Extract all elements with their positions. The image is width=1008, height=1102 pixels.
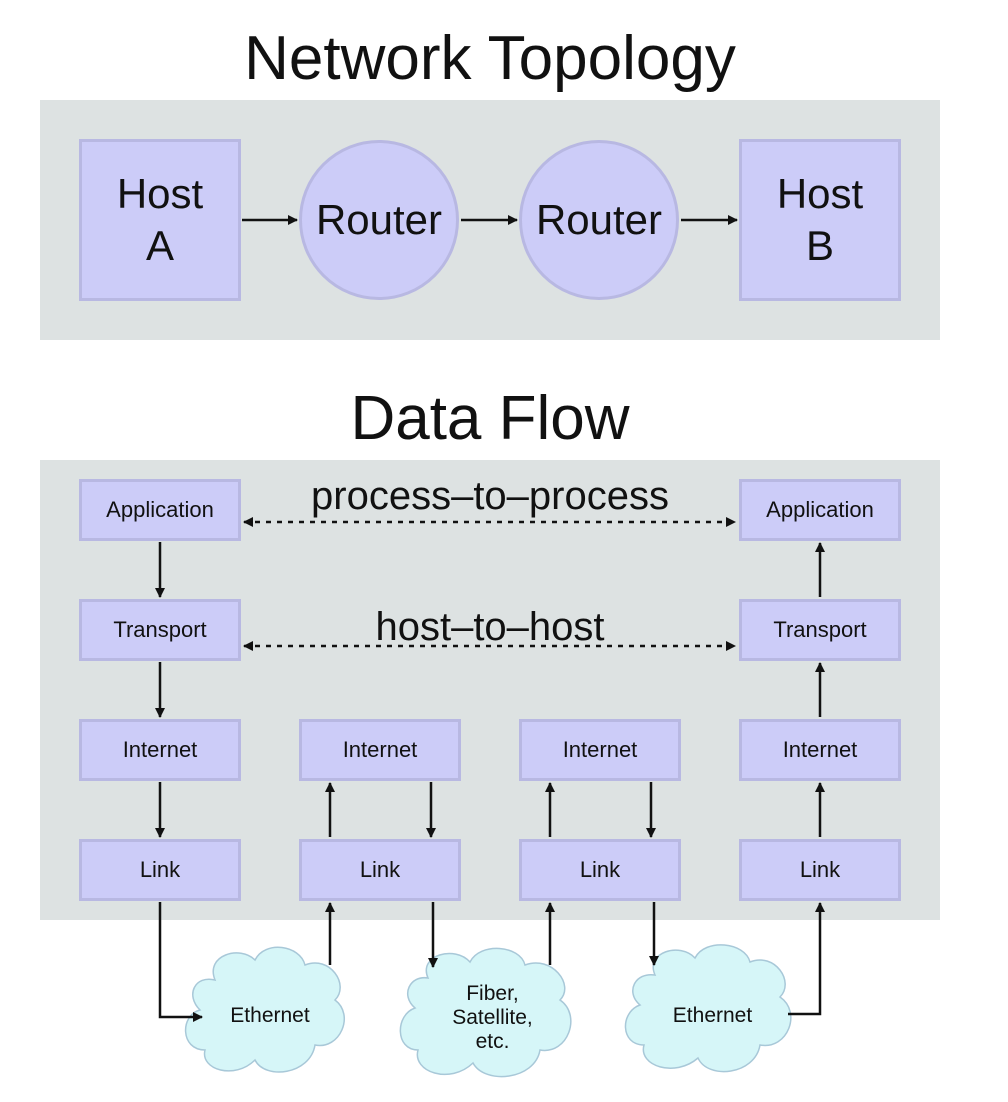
router2-link-layer: Link — [519, 839, 681, 901]
host-b-label-line2: B — [805, 222, 834, 269]
left-internet-layer: Internet — [79, 719, 241, 781]
router1-internet-label: Internet — [342, 737, 418, 762]
host-a-label-line1: Host — [116, 169, 204, 217]
process-to-process-label: process–to–process — [311, 474, 669, 518]
host-to-host-label: host–to–host — [375, 605, 605, 649]
topology-title: Network Topology — [244, 24, 736, 93]
dataflow-title: Data Flow — [350, 384, 630, 453]
right-application-label: Application — [766, 497, 874, 522]
host-a-label-line2: A — [145, 222, 174, 269]
left-application-layer: Application — [79, 479, 241, 541]
right-application-layer: Application — [739, 479, 901, 541]
router2-internet-layer: Internet — [519, 719, 681, 781]
left-internet-label: Internet — [122, 737, 198, 762]
router-1-node: Router — [299, 140, 459, 300]
host-b-label-line1: Host — [776, 169, 864, 217]
right-link-label: Link — [799, 857, 841, 882]
right-internet-label: Internet — [782, 737, 858, 762]
left-application-label: Application — [106, 497, 214, 522]
router1-internet-layer: Internet — [299, 719, 461, 781]
right-internet-layer: Internet — [739, 719, 901, 781]
host-a-node: Host A — [79, 139, 241, 301]
router-1-label: Router — [315, 196, 443, 243]
right-transport-label: Transport — [773, 617, 867, 642]
ethernet-left-line: Ethernet — [230, 1004, 310, 1027]
satellite-line: Satellite, — [452, 1006, 533, 1030]
router2-link-label: Link — [579, 857, 621, 882]
ethernet-right-line: Ethernet — [672, 1004, 753, 1027]
router-2-label: Router — [535, 196, 663, 243]
host-b-node: Host B — [739, 139, 901, 301]
left-transport-layer: Transport — [79, 599, 241, 661]
ethernet-left-label: Ethernet — [205, 1004, 335, 1028]
etc-line: etc. — [475, 1030, 510, 1054]
router2-internet-label: Internet — [562, 737, 638, 762]
fiber-line: Fiber, — [466, 982, 519, 1005]
left-link-label: Link — [139, 857, 181, 882]
right-link-layer: Link — [739, 839, 901, 901]
fiber-satellite-label: Fiber, Satellite, etc. — [420, 982, 565, 1054]
left-transport-label: Transport — [113, 617, 207, 642]
router-2-node: Router — [519, 140, 679, 300]
router1-link-label: Link — [359, 857, 401, 882]
right-transport-layer: Transport — [739, 599, 901, 661]
router1-link-layer: Link — [299, 839, 461, 901]
ethernet-right-label: Ethernet — [645, 1004, 780, 1028]
left-link-layer: Link — [79, 839, 241, 901]
